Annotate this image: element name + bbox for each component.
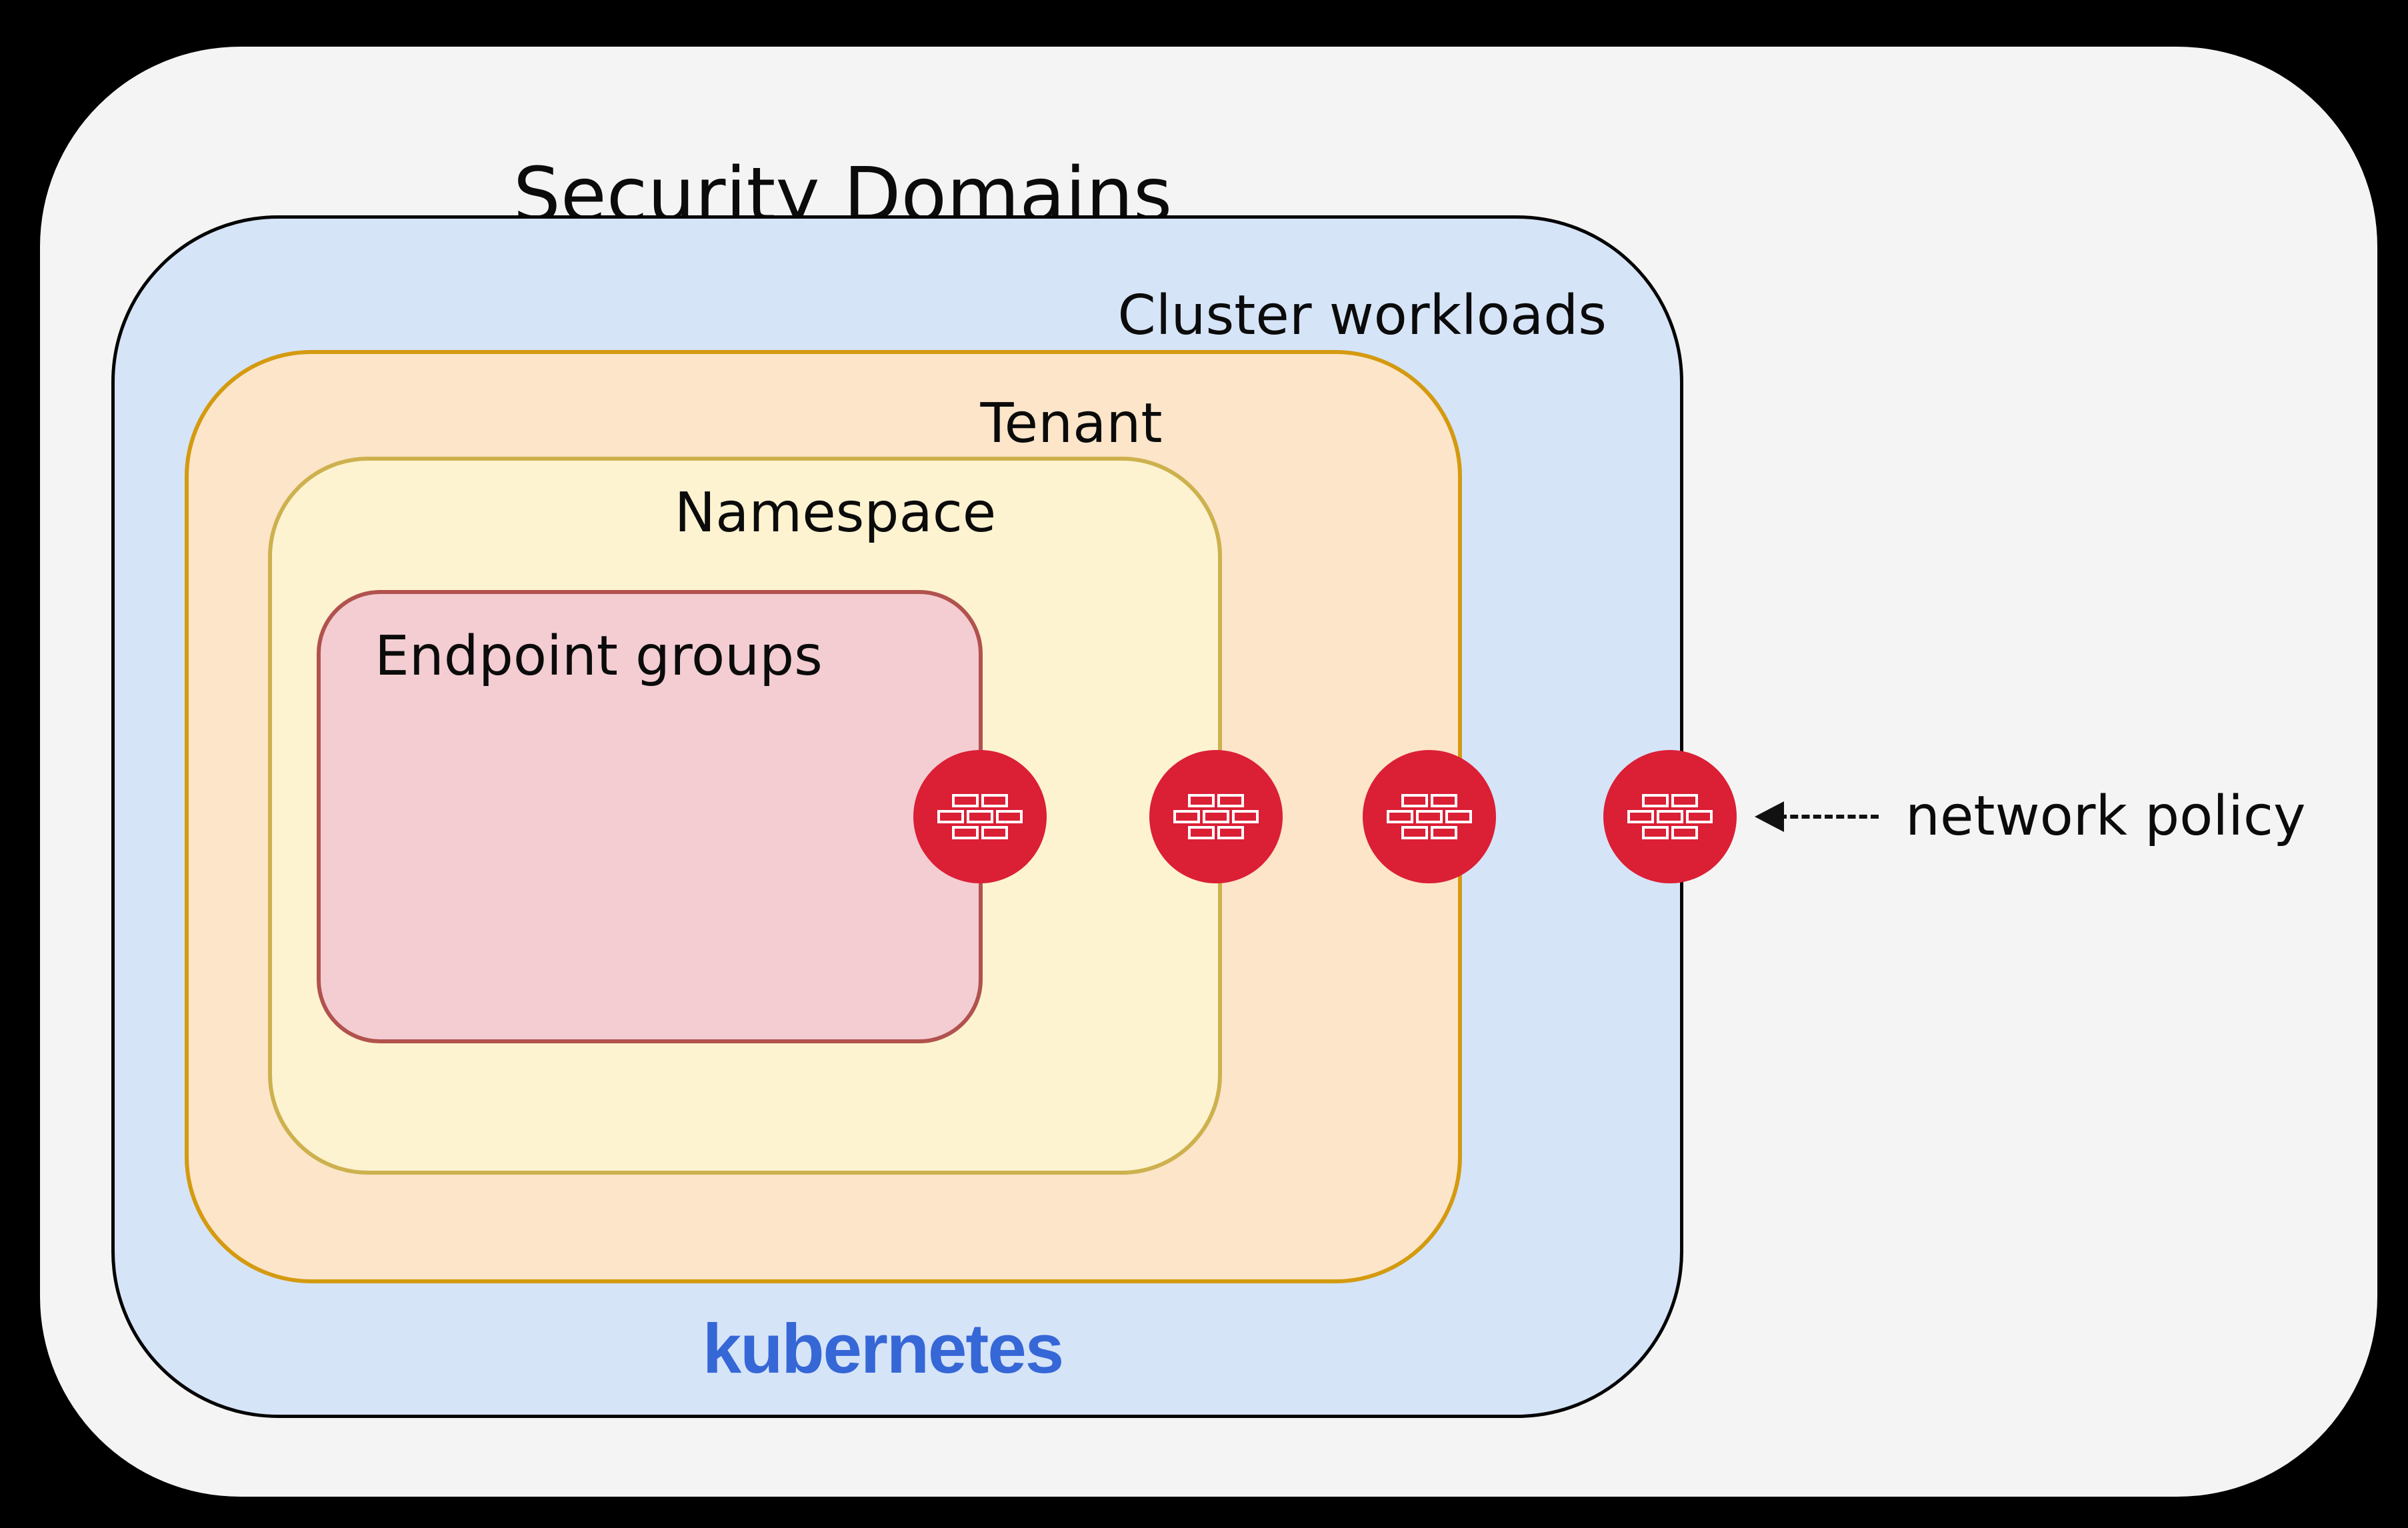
brick	[1203, 810, 1229, 823]
brick	[981, 826, 1008, 839]
brick	[1217, 826, 1244, 839]
firewall-icon	[1363, 750, 1496, 883]
firewall-icon	[1603, 750, 1737, 883]
cluster-workloads-label: Cluster workloads	[1117, 284, 1607, 347]
brick	[1401, 794, 1428, 807]
brick-wall-glyph	[937, 794, 1023, 839]
brick	[1173, 810, 1200, 823]
brick	[1671, 794, 1698, 807]
brick	[1416, 810, 1443, 823]
namespace-label: Namespace	[674, 481, 997, 545]
brick-wall-glyph	[1387, 794, 1472, 839]
brick	[1188, 794, 1215, 807]
brick	[1627, 810, 1654, 823]
network-policy-arrow-head	[1755, 801, 1784, 832]
brick-wall-glyph	[1627, 794, 1713, 839]
brick	[1188, 826, 1215, 839]
brick	[996, 810, 1023, 823]
brick	[1671, 826, 1698, 839]
brick	[1445, 810, 1472, 823]
brick	[1401, 826, 1428, 839]
firewall-icon	[913, 750, 1047, 883]
endpoint-groups-label: Endpoint groups	[375, 625, 823, 688]
brick	[981, 794, 1008, 807]
kubernetes-wordmark: kubernetes	[702, 1310, 1064, 1388]
network-policy-arrow-line	[1779, 815, 1879, 819]
brick	[952, 826, 979, 839]
brick	[1232, 810, 1259, 823]
brick	[937, 810, 964, 823]
firewall-icon	[1149, 750, 1283, 883]
brick	[1686, 810, 1713, 823]
brick	[1387, 810, 1413, 823]
brick-wall-glyph	[1173, 794, 1259, 839]
brick	[1431, 794, 1457, 807]
brick	[952, 794, 979, 807]
brick	[1642, 826, 1669, 839]
network-policy-label: network policy	[1905, 785, 2306, 848]
brick	[967, 810, 993, 823]
brick	[1657, 810, 1683, 823]
brick	[1217, 794, 1244, 807]
tenant-label: Tenant	[980, 392, 1163, 455]
brick	[1642, 794, 1669, 807]
brick	[1431, 826, 1457, 839]
endpoint-groups-box	[317, 590, 983, 1043]
